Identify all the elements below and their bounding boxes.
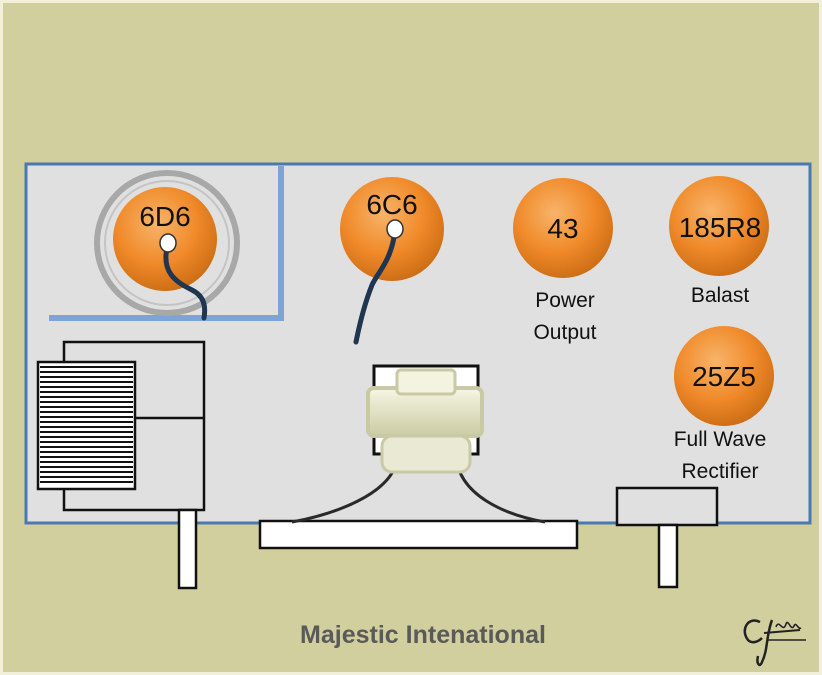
grid-lead-wire: [353, 227, 398, 345]
tube-185r8-body: [669, 176, 769, 276]
grid-cap: [159, 233, 177, 253]
lamination-lines: [40, 366, 133, 483]
tube-label-43: 43: [547, 213, 578, 244]
grid-lead-wire: [163, 241, 208, 321]
tube-43-body: [513, 178, 613, 278]
tube-label-6c6: 6C6: [366, 189, 417, 220]
caption-full-wave: Full Wave: [674, 428, 767, 451]
tube-25z5-body: [674, 326, 774, 426]
tube-label-185r8: 185R8: [679, 212, 762, 243]
tube-43: 43 Power Output: [513, 178, 613, 344]
transformer-top-cap: [395, 368, 457, 396]
bracket-box: [615, 486, 719, 527]
output-transformer: [291, 364, 546, 524]
shield-bracket: [49, 166, 284, 321]
caption-output: Output: [533, 321, 596, 344]
bracket-leg: [657, 523, 679, 589]
rectifier-bracket: [615, 486, 719, 589]
signature-mark: [743, 619, 806, 667]
transformer-leg: [177, 508, 198, 590]
caption-balast: Balast: [691, 284, 750, 307]
tube-label-25z5: 25Z5: [692, 361, 756, 392]
tube-6d6: 6D6: [94, 170, 240, 321]
tube-6c6: 6C6: [340, 177, 444, 345]
shield-ring: [94, 170, 240, 316]
speaker-base-plate: [258, 519, 579, 550]
caption-rectifier: Rectifier: [681, 460, 758, 483]
tube-25z5: 25Z5 Full Wave Rectifier: [674, 326, 774, 483]
footer-title: Majestic Intenational: [300, 621, 546, 649]
power-transformer: [36, 340, 206, 590]
transformer-bobbin: [380, 434, 472, 474]
tube-label-6d6: 6D6: [139, 201, 190, 232]
caption-power: Power: [535, 289, 595, 312]
grid-cap: [386, 219, 404, 239]
tube-185r8: 185R8 Balast: [669, 176, 769, 307]
